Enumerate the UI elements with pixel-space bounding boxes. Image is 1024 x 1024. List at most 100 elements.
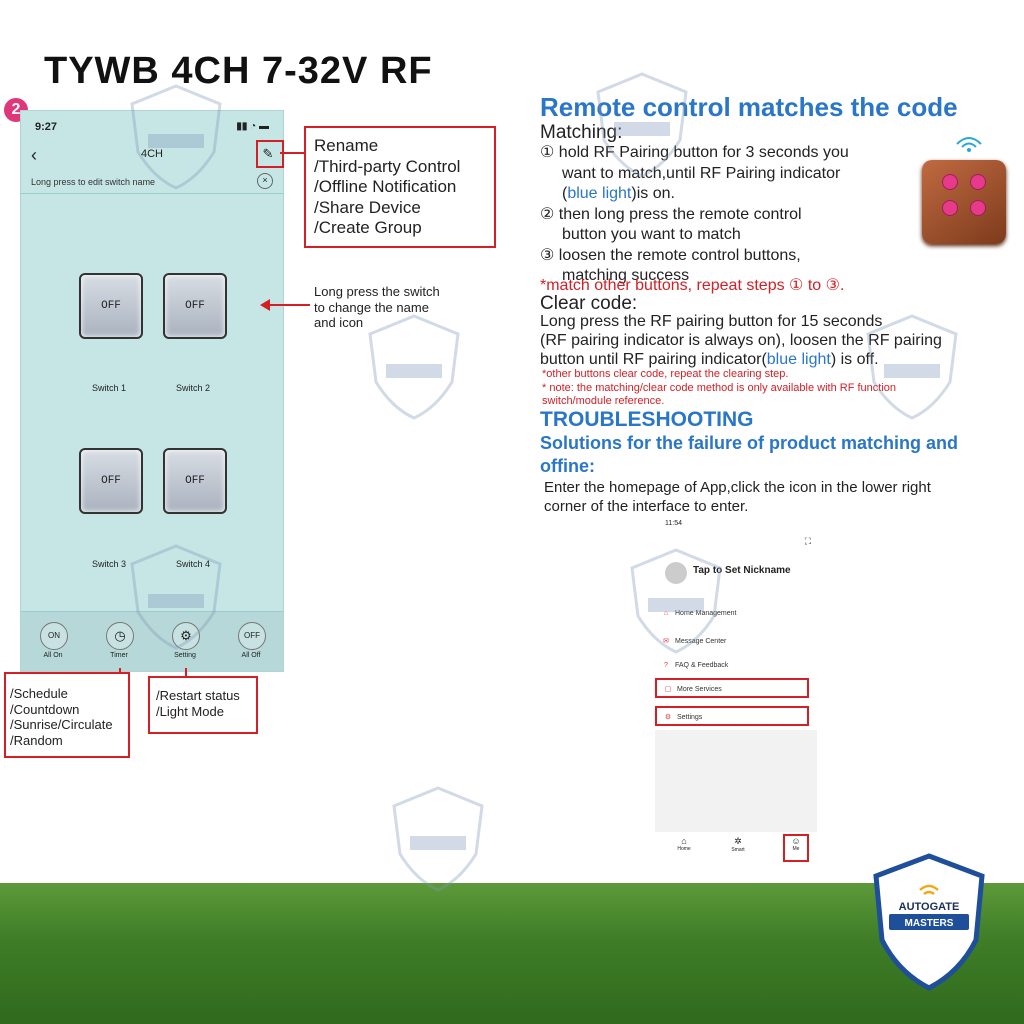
menu-faq[interactable]: ?FAQ & Feedback [655, 656, 817, 676]
long-press-line-3: and icon [314, 315, 364, 330]
app-screenshot: 9:27 ▮▮ ◔ ▬ ‹ 4CH ✎ Long press to edit s… [20, 110, 284, 672]
setting-label: Setting [174, 652, 196, 659]
callout-offline: /Offline Notification [314, 177, 457, 196]
watermark-shield-icon [392, 786, 484, 892]
menu-home-management[interactable]: ⌂Home Management [655, 604, 817, 624]
watermark-shield-icon [630, 548, 722, 654]
switch-3-button[interactable]: OFF [79, 448, 143, 514]
switch-1-button[interactable]: OFF [79, 273, 143, 339]
tab-smart[interactable]: ✲Smart [723, 836, 753, 853]
clear-note-1: *other buttons clear code, repeat the cl… [542, 368, 789, 380]
long-press-line-2: to change the name [314, 299, 429, 315]
divider [21, 193, 283, 194]
autogate-masters-logo: AUTOGATE MASTERS [873, 853, 985, 991]
clear-note-3: switch/module reference. [542, 395, 665, 407]
status-time: 9:27 [35, 121, 58, 133]
watermark-shield-icon [130, 544, 222, 650]
clear-note-2: * note: the matching/clear code method i… [542, 381, 897, 394]
watermark-shield-icon [866, 314, 958, 420]
switch-4-label: Switch 4 [175, 559, 210, 569]
troubleshooting-title: TROUBLESHOOTING [540, 408, 754, 431]
all-on-icon[interactable]: ON [40, 622, 68, 650]
callout-share: /Share Device [314, 197, 421, 217]
solutions-line2: offine: [540, 456, 595, 476]
switch-2-label: Switch 2 [175, 383, 210, 393]
step1-line1: ① hold RF Pairing button for 3 seconds y… [540, 144, 849, 161]
all-on-label: All On [43, 652, 63, 659]
edit-connector-line [280, 152, 306, 154]
timer-sunrise: /Sunrise/Circulate [10, 717, 113, 732]
clear-line3: button until RF pairing indicator(blue l… [540, 351, 879, 368]
nickname-link[interactable]: Tap to Set Nickname [693, 565, 791, 576]
screen-title: 4CH [140, 148, 163, 160]
timer-countdown: /Countdown [10, 701, 80, 717]
back-arrow-icon[interactable]: ‹ [31, 145, 37, 165]
watermark-shield-icon [130, 84, 222, 190]
enter-line1: Enter the homepage of App,click the icon… [544, 479, 931, 496]
callout-third-party: /Third-party Control [314, 156, 461, 176]
clear-line1: Long press the RF pairing button for 15 … [540, 313, 883, 330]
step2-line1: ② then long press the remote control [540, 205, 802, 223]
close-hint-icon[interactable]: × [257, 173, 273, 189]
help-icon: ? [664, 662, 668, 669]
enter-line2: corner of the interface to enter. [544, 498, 749, 515]
step2-line2: button you want to match [562, 226, 741, 243]
matching-title: Matching: [540, 122, 623, 143]
mail-icon: ✉ [663, 638, 669, 645]
blue-light-text: blue light [567, 185, 632, 202]
switch-1-label: Switch 1 [91, 383, 126, 393]
tab-home[interactable]: ⌂Home [669, 836, 699, 852]
edit-pencil-icon[interactable]: ✎ [262, 146, 274, 161]
enter-instructions: Enter the homepage of App,click the icon… [544, 478, 1004, 516]
match-other-note: *match other buttons, repeat steps ① to … [540, 277, 845, 294]
watermark-shield-icon [368, 314, 460, 420]
blue-light-text-2: blue light [766, 351, 831, 368]
step3-line2: matching success [562, 267, 690, 284]
tab-me[interactable]: ☺Me [783, 834, 809, 862]
menu-more-services[interactable]: ▢More Services [655, 678, 809, 698]
timer-schedule: /Schedule [10, 686, 68, 701]
svg-text:AUTOGATE: AUTOGATE [899, 901, 960, 913]
wireless-signal-icon [956, 137, 982, 152]
instructions-heading: Remote control matches the code [540, 92, 958, 122]
clear-code-title: Clear code: [540, 293, 638, 314]
matching-steps: ① hold RF Pairing button for 3 seconds y… [540, 143, 870, 287]
solutions-line1: Solutions for the failure of product mat… [540, 433, 958, 453]
timer-icon[interactable]: ◷ [106, 622, 134, 650]
timer-menu-callout: /Schedule /Countdown /Sunrise/Circulate … [4, 672, 130, 758]
clear-notes: *other buttons clear code, repeat the cl… [542, 368, 972, 409]
long-press-arrow-icon [260, 299, 310, 311]
tab-home-icon: ⌂ [681, 836, 687, 846]
switch-3-label: Switch 3 [91, 559, 126, 569]
app-me-screenshot: 11:54 ⛶ Tap to Set Nickname ⌂Home Manage… [655, 518, 817, 864]
menu-settings[interactable]: ⚙Settings [655, 706, 809, 726]
p2-status-time: 11:54 [665, 520, 682, 527]
setting-gear-icon[interactable]: ⚙ [172, 622, 200, 650]
settings-gear-icon: ⚙ [664, 714, 672, 721]
services-icon: ▢ [664, 686, 672, 693]
long-press-note: Long press the switch to change the name… [314, 284, 440, 331]
setting-restart: /Restart status [156, 688, 240, 703]
scan-icon[interactable]: ⛶ [804, 536, 811, 546]
setting-light-mode: /Light Mode [156, 704, 224, 719]
menu-message-center[interactable]: ✉Message Center [655, 632, 817, 652]
home-icon: ⌂ [663, 610, 669, 617]
bottom-bar: ON All On ◷ Timer ⚙ Setting OFF All Off [21, 611, 283, 671]
switch-2-button[interactable]: OFF [163, 273, 227, 339]
edit-hint: Long press to edit switch name [31, 177, 156, 187]
timer-random: /Random [10, 732, 63, 748]
timer-label: Timer [110, 652, 128, 659]
setting-menu-callout: /Restart status /Light Mode [148, 676, 258, 734]
rf-remote-image [922, 160, 1006, 244]
solutions-title: Solutions for the failure of product mat… [540, 432, 1010, 478]
all-off-icon[interactable]: OFF [238, 622, 266, 650]
svg-text:MASTERS: MASTERS [905, 918, 954, 929]
grass-background [0, 883, 1024, 1024]
switch-4-button[interactable]: OFF [163, 448, 227, 514]
status-icons: ▮▮ ◔ ▬ [236, 121, 269, 132]
step1-line3: (blue light)is on. [562, 185, 675, 202]
avatar[interactable] [665, 562, 687, 584]
edit-menu-callout: Rename /Third-party Control /Offline Not… [304, 126, 496, 248]
callout-group: /Create Group [314, 218, 422, 237]
all-off-label: All Off [241, 652, 261, 659]
